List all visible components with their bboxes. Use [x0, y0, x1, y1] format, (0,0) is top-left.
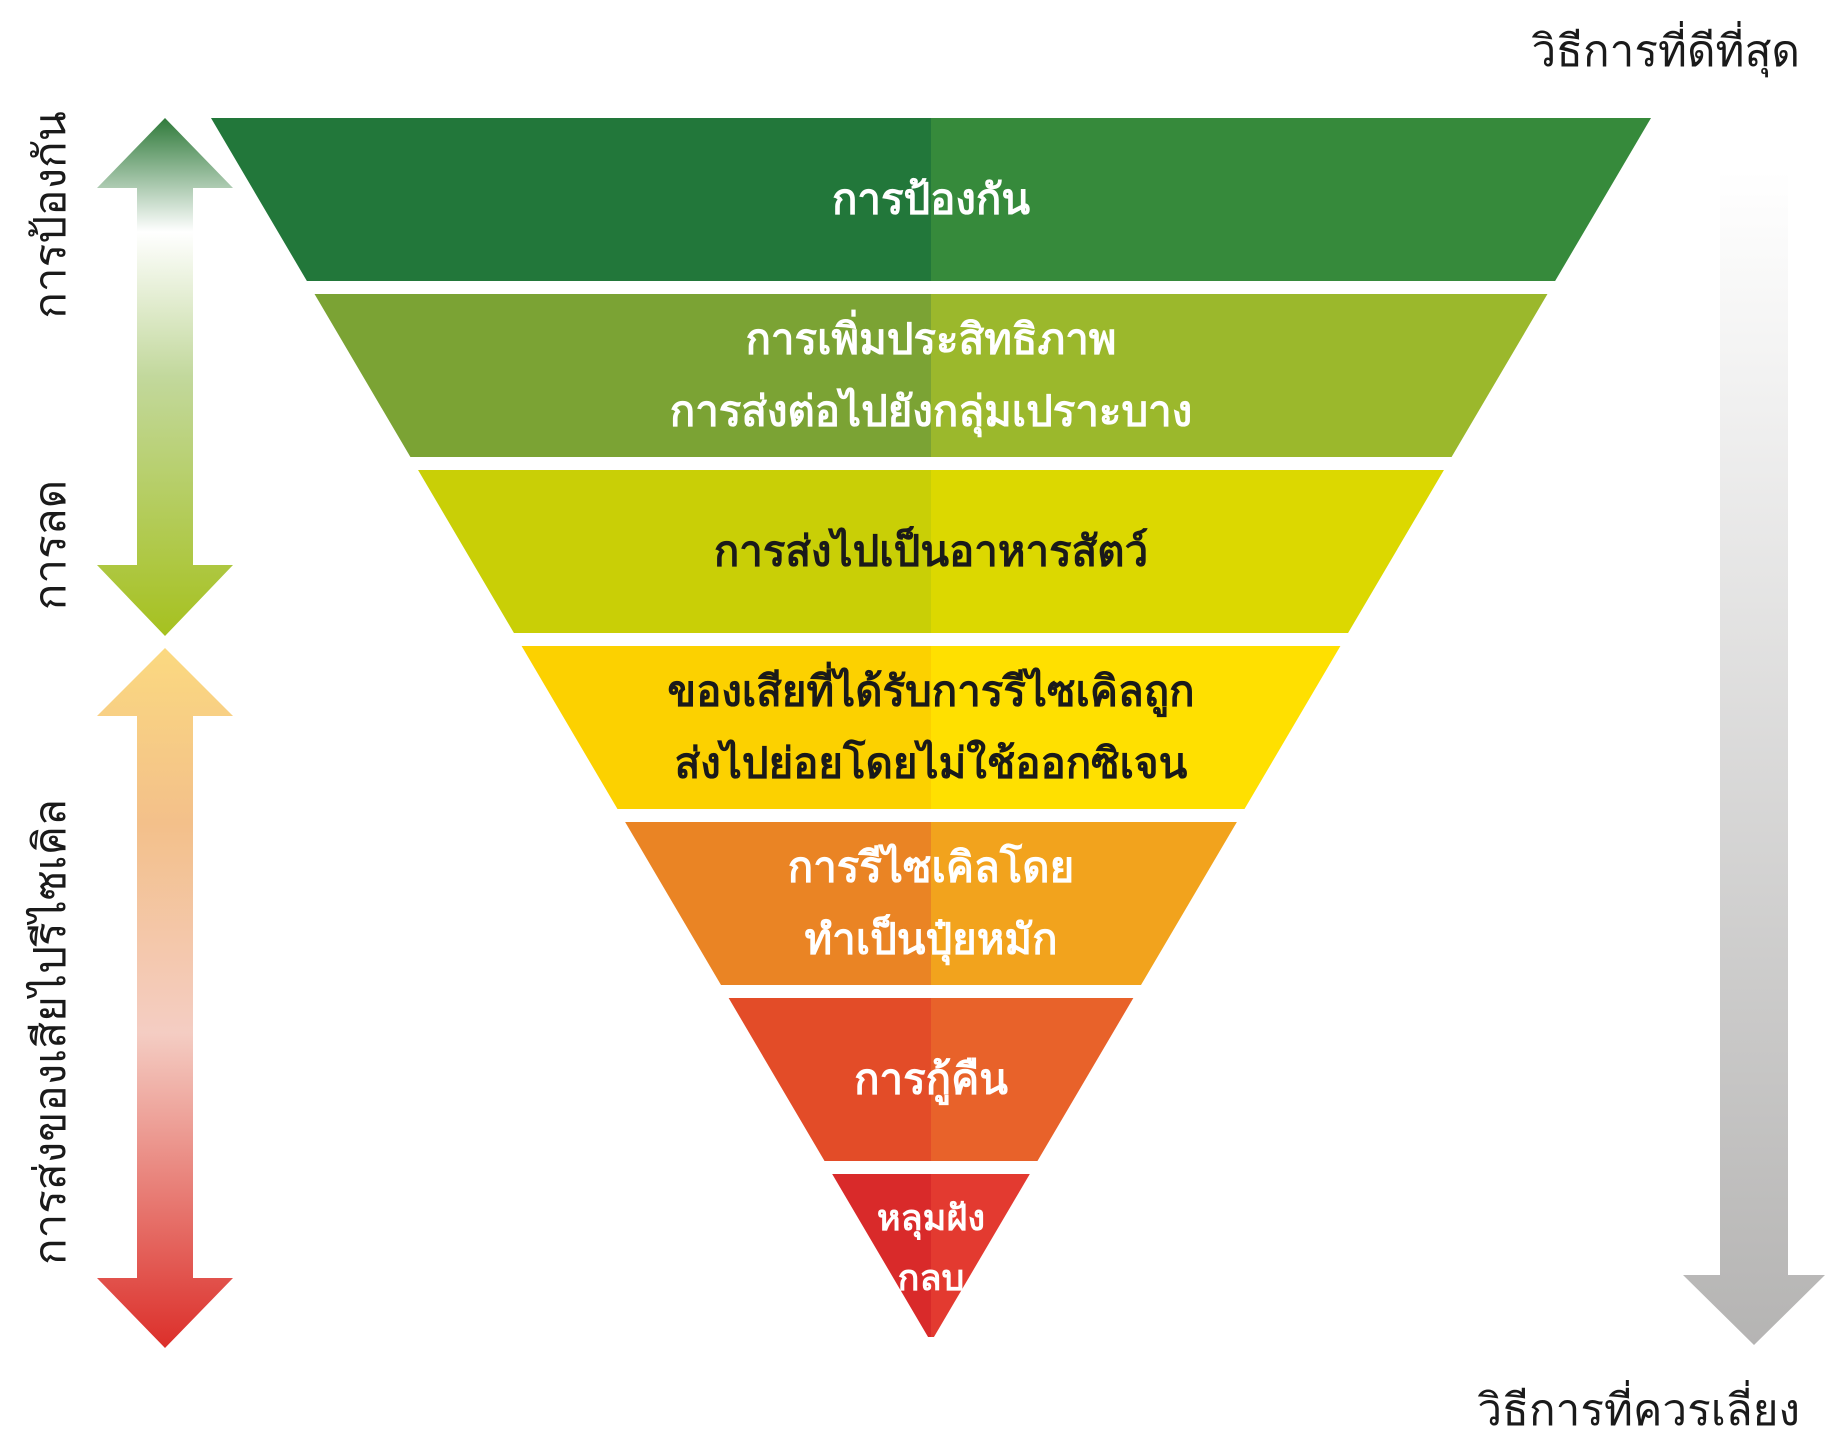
side-label-recycling: การส่งของเสียไปรีไซเคิล	[25, 799, 76, 1265]
avoid-method-label: วิธีการที่ควรเลี่ยง	[1477, 1379, 1800, 1436]
tier-6-label-line-1: การกู้คืน	[854, 1055, 1008, 1106]
tier-1-right-half	[931, 118, 1651, 281]
prevention-reduction-arrow	[97, 118, 233, 636]
best-method-label: วิธีการที่ดีที่สุด	[1531, 20, 1800, 78]
tier-7-left-half	[832, 1174, 931, 1337]
tier-5-left-half	[625, 822, 931, 985]
tier-2-label-line-1: การเพิ่มประสิทธิภาพ	[746, 310, 1117, 364]
tier-1-label-line-1: การป้องกัน	[832, 175, 1030, 224]
pyramid-tiers: การป้องกันการเพิ่มประสิทธิภาพการส่งต่อไป…	[211, 118, 1651, 1337]
tier-3-left-half	[418, 470, 931, 633]
tier-3-label-line-1: การส่งไปเป็นอาหารสัตว์	[714, 526, 1148, 576]
tier-4-right-half	[931, 646, 1341, 809]
tier-2-label-line-2: การส่งต่อไปยังกลุ่มเปราะบาง	[670, 387, 1192, 438]
tier-4-label-line-1: ของเสียที่ได้รับการรีไซเคิลถูก	[667, 662, 1194, 718]
best-to-worst-arrow	[1683, 170, 1825, 1345]
tier-2-right-half	[931, 294, 1548, 457]
side-label-reduction: การลด	[25, 480, 76, 611]
tier-7-label-line-2: กลบ	[898, 1258, 965, 1299]
tier-6-right-half	[931, 998, 1134, 1161]
tier-1-left-half	[211, 118, 931, 281]
tier-6-left-half	[728, 998, 931, 1161]
tier-2-left-half	[314, 294, 931, 457]
tier-4-left-half	[521, 646, 931, 809]
tier-7-label-line-1: หลุมฝัง	[877, 1198, 985, 1241]
recycling-arrow	[97, 648, 233, 1348]
tier-5-label-line-2: ทำเป็นปุ๋ยหมัก	[804, 914, 1057, 966]
tier-5-right-half	[931, 822, 1237, 985]
tier-3-right-half	[931, 470, 1444, 633]
tier-5-label-line-1: การรีไซเคิลโดย	[788, 843, 1074, 892]
side-label-prevention: การป้องกัน	[25, 111, 76, 319]
tier-7-right-half	[931, 1174, 1030, 1337]
tier-4-label-line-2: ส่งไปย่อยโดยไม่ใช้ออกซิเจน	[675, 739, 1188, 788]
